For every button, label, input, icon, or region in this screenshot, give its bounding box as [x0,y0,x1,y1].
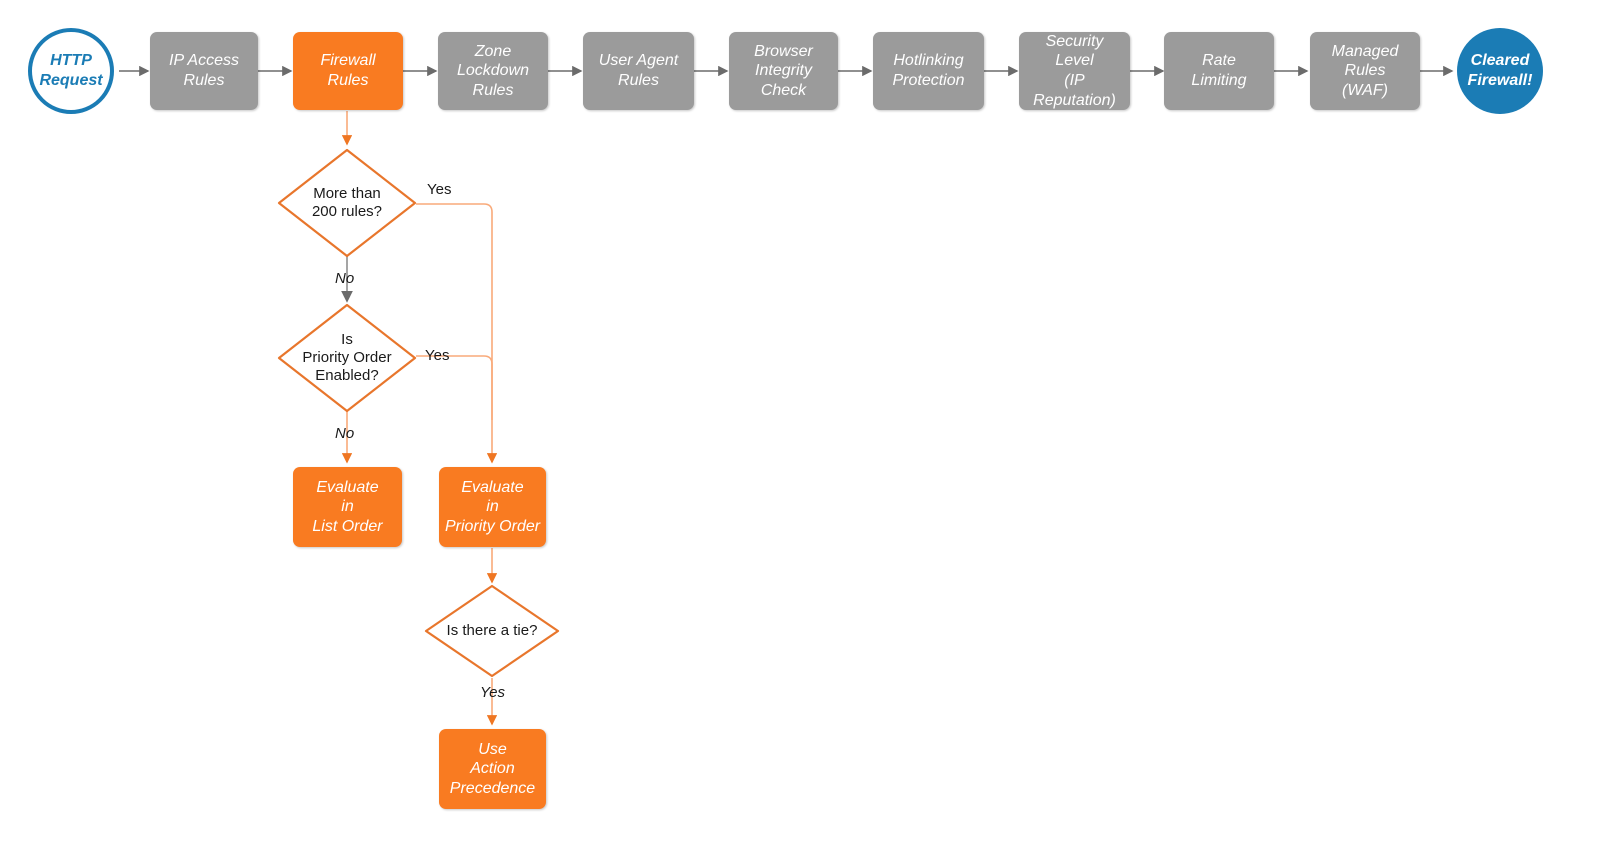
node-label-line: User Agent [598,52,679,70]
node-use-action-precedence[interactable]: Use Action Precedence [439,729,546,809]
decision-label-line: 200 rules? [311,203,383,220]
node-label-line: Rate [1202,52,1236,70]
decision-label-line: Is [341,331,353,348]
edge-label-priority-order-yes: Yes [425,347,450,364]
node-label-line: Limiting [1191,72,1247,89]
node-hotlinking-protection[interactable]: Hotlinking Protection [873,32,984,110]
decision-label-line: Enabled? [315,367,379,384]
edge-label-priority-order-no: No [335,425,355,442]
node-label-line: Check [760,81,807,99]
decision-label: Is Priority Order Enabled? [277,303,417,413]
node-label-line: Precedence [449,779,536,797]
decision-more-than-200-rules[interactable]: More than 200 rules? [277,148,417,258]
node-label-line: IP Access [169,52,239,70]
node-label-line: (WAF) [1342,81,1388,99]
node-label-line: Action [470,760,515,778]
node-label-line: Firewall [320,52,376,70]
edge-more-than-200-yes [416,203,498,464]
node-label-line: HTTP [50,52,92,70]
node-label-line: Browser [754,42,813,60]
node-label-line: Integrity [755,62,812,80]
node-label-line: (IP Reputation) [1033,72,1116,109]
node-evaluate-in-list-order[interactable]: Evaluate in List Order [293,467,402,547]
node-label-line: Request [39,72,103,89]
diamond-shape [424,584,560,678]
node-firewall-rules[interactable]: Firewall Rules [293,32,403,110]
node-label-line: Managed [1331,42,1399,60]
node-label-line: in [341,498,354,516]
node-rate-limiting[interactable]: Rate Limiting [1164,32,1274,110]
node-label-line: List Order [312,517,383,535]
node-cleared-firewall[interactable]: Cleared Firewall! [1457,28,1543,114]
decision-label: Is there a tie? [424,584,560,678]
decision-label-line: Priority Order [302,349,392,366]
node-zone-lockdown-rules[interactable]: Zone Lockdown Rules [438,32,548,110]
node-ip-access-rules[interactable]: IP Access Rules [150,32,258,110]
node-label-line: Hotlinking [893,52,964,70]
edge-label-more-than-200-yes: Yes [427,181,452,198]
diamond-shape [277,303,417,413]
edge-priority-order-yes [416,355,493,420]
node-label-line: Rules [183,72,225,89]
node-http-request[interactable]: HTTP Request [28,28,114,114]
edge-label-tie-yes: Yes [480,684,506,701]
node-label-line: Rules [1344,62,1386,80]
node-label-line: Rules [327,72,369,89]
decision-label: More than 200 rules? [277,148,417,258]
node-label-line: Security [1045,32,1104,50]
node-label-line: Use [478,740,507,758]
node-browser-integrity-check[interactable]: Browser Integrity Check [729,32,838,110]
node-label-line: Priority Order [444,517,541,535]
node-label-line: in [486,498,499,516]
decision-is-there-a-tie[interactable]: Is there a tie? [424,584,560,678]
node-label-line: Protection [892,72,965,89]
decision-label-line: Is there a tie? [446,622,538,639]
node-managed-rules-waf[interactable]: Managed Rules (WAF) [1310,32,1420,110]
node-label-line: Level [1055,52,1094,70]
node-label-line: Evaluate [461,478,524,496]
decision-is-priority-order-enabled[interactable]: Is Priority Order Enabled? [277,303,417,413]
edge-label-more-than-200-no: No [335,270,355,287]
node-label-line: Rules [472,81,514,99]
node-label-line: Cleared [1470,52,1530,70]
node-label-line: Zone [474,42,512,60]
node-label-line: Firewall! [1467,72,1533,89]
node-security-level[interactable]: Security Level (IP Reputation) [1019,32,1130,110]
decision-label-line: More than [313,185,381,202]
diamond-shape [277,148,417,258]
node-evaluate-in-priority-order[interactable]: Evaluate in Priority Order [439,467,546,547]
node-user-agent-rules[interactable]: User Agent Rules [583,32,694,110]
node-label-line: Rules [618,72,659,89]
node-label-line: Lockdown [456,62,530,80]
node-label-line: Evaluate [316,478,379,496]
